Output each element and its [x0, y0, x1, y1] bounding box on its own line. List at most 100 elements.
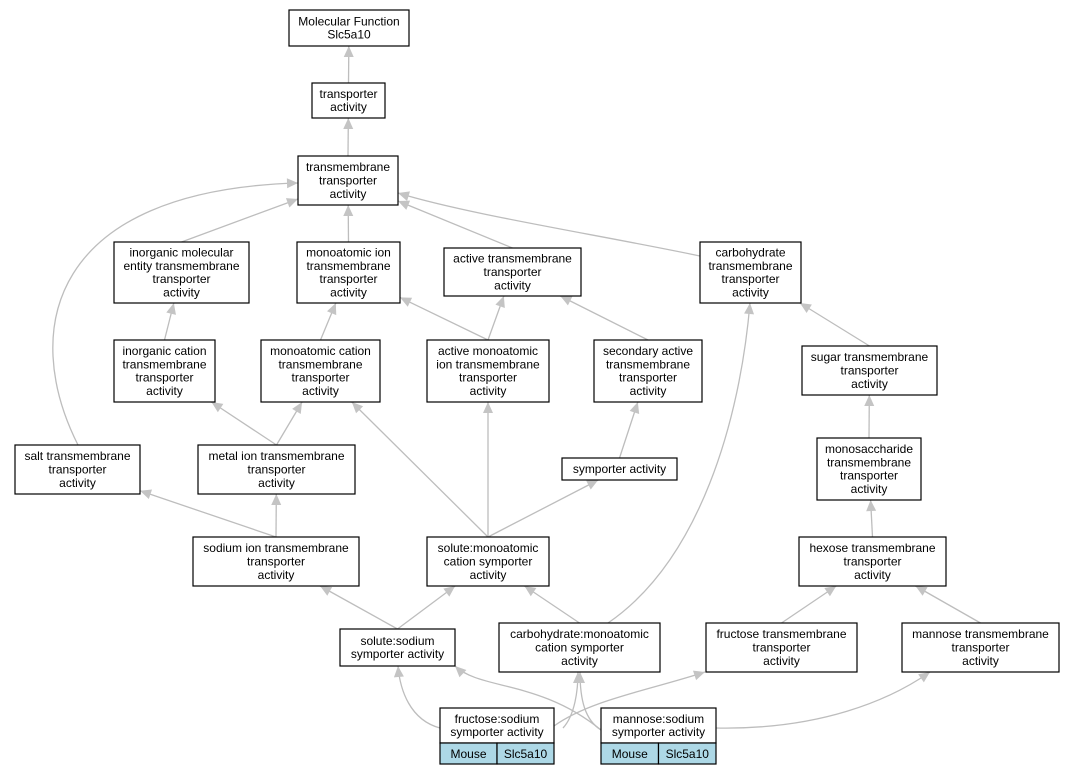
go-term-node[interactable]: monosaccharidetransmembranetransporterac…: [816, 437, 922, 501]
go-term-label-line: transporter: [843, 555, 901, 569]
edge-n10-to-n5: [560, 295, 649, 341]
go-term-node[interactable]: monoatomic iontransmembranetransporterac…: [296, 241, 401, 304]
edge-n23-to-n19-arrowhead: [393, 666, 404, 678]
go-term-label-line: solute:monoatomic: [438, 541, 539, 555]
go-term-node[interactable]: fructose transmembranetransporteractivit…: [705, 622, 858, 673]
edge-n17-to-n8: [351, 401, 489, 538]
go-term-box: [339, 628, 456, 667]
go-term-box: [439, 707, 555, 744]
edge-n13-to-n8-arrowhead: [292, 402, 303, 415]
edge-n3-to-n2-arrowhead: [285, 198, 298, 208]
go-term-label-line: active transmembrane: [453, 252, 572, 266]
edge-n6-to-n2-arrowhead: [398, 191, 410, 201]
go-term-node[interactable]: sodium ion transmembranetransporteractiv…: [192, 536, 360, 587]
edge-n20-to-n17-arrowhead: [524, 586, 537, 597]
go-term-label-line: transporter: [840, 469, 898, 483]
edge-n24-to-n19-arrowhead: [455, 666, 467, 678]
go-term-label-line: salt transmembrane: [24, 449, 130, 463]
go-term-label-line: activity: [630, 384, 667, 398]
go-term-label-line: active monoatomic: [438, 344, 538, 358]
go-term-label-line: ion transmembrane: [436, 357, 540, 371]
organism-label: Mouse: [450, 747, 486, 761]
go-term-box: [498, 622, 661, 673]
edge-n11-to-n6: [799, 302, 870, 347]
go-term-label-line: hexose transmembrane: [809, 541, 935, 555]
go-term-label-line: transporter: [459, 371, 517, 385]
go-term-label-line: Slc5a10: [327, 28, 371, 42]
edge-n21-to-n18-arrowhead: [824, 586, 837, 597]
go-term-label-line: transmembrane: [306, 259, 390, 273]
go-term-label-line: symporter activity: [351, 647, 444, 661]
edge-n17-to-n8-arrowhead: [351, 402, 364, 414]
go-term-label-line: activity: [851, 482, 888, 496]
go-term-node[interactable]: inorganic cationtransmembranetransporter…: [113, 339, 216, 403]
go-term-label-line: activity: [163, 285, 200, 299]
edge-n15-to-n11-arrowhead: [864, 395, 875, 407]
go-term-label-line: carbohydrate:monoatomic: [510, 627, 649, 641]
go-term-label-line: symporter activity: [612, 725, 705, 739]
gene-annotation-row: Mouse Slc5a10: [439, 742, 555, 765]
go-term-label-line: activity: [258, 568, 295, 582]
go-term-label-line: activity: [258, 476, 295, 490]
go-term-label-line: monosaccharide: [825, 442, 913, 456]
go-term-label-line: activity: [146, 384, 183, 398]
edge-n19-to-n16-arrowhead: [320, 586, 333, 596]
go-term-box: [197, 444, 356, 495]
edge-n17-to-n9-arrowhead: [483, 402, 493, 413]
go-term-label-line: activity: [561, 654, 598, 668]
go-term-box: [593, 339, 703, 403]
edge-n20-to-n6-arrowhead: [744, 303, 755, 315]
edge-n11-to-n6-arrowhead: [799, 303, 812, 314]
go-term-node[interactable]: carbohydratetransmembranetransporteracti…: [699, 241, 802, 304]
edge-n20-to-n17: [524, 585, 580, 624]
go-term-node[interactable]: metal ion transmembranetransporteractivi…: [197, 444, 356, 495]
go-term-box: [600, 707, 717, 744]
edge-n1-to-n0-arrowhead: [343, 46, 354, 58]
go-term-label-line: Molecular Function: [298, 14, 399, 28]
gene-label: Slc5a10: [504, 747, 548, 761]
go-term-label-line: activity: [470, 384, 507, 398]
gene-label: Slc5a10: [666, 747, 710, 761]
go-term-label-line: sugar transmembrane: [811, 350, 929, 364]
go-term-label-line: fructose:sodium: [455, 712, 540, 726]
go-term-label-line: fructose transmembrane: [716, 627, 846, 641]
go-term-label-line: monoatomic ion: [306, 246, 391, 260]
go-term-label-line: cation symporter: [535, 641, 624, 655]
edge-n13-to-n7-arrowhead: [211, 402, 224, 413]
go-term-label-line: transmembrane: [278, 357, 362, 371]
edge-n14-to-n10-arrowhead: [629, 402, 640, 415]
go-term-box: [699, 241, 802, 304]
go-term-label-line: activity: [763, 654, 800, 668]
edge-n8-to-n4-arrowhead: [327, 303, 337, 316]
go-term-node[interactable]: monoatomic cationtransmembranetransporte…: [260, 339, 381, 403]
go-term-label-line: activity: [330, 285, 367, 299]
edge-n16-to-n12-arrowhead: [140, 489, 153, 500]
edge-n9-to-n5-arrowhead: [495, 296, 505, 309]
go-term-node[interactable]: secondary activetransmembranetransporter…: [593, 339, 703, 403]
go-term-label-line: transporter: [319, 87, 377, 101]
go-term-label-line: activity: [732, 285, 769, 299]
go-term-node[interactable]: symporter activity: [561, 457, 678, 481]
go-term-label-line: activity: [854, 568, 891, 582]
go-term-label-line: symporter activity: [573, 462, 666, 476]
go-term-label-line: entity transmembrane: [123, 259, 239, 273]
edge-n22-to-n18: [915, 585, 981, 624]
go-term-label-line: transmembrane: [708, 259, 792, 273]
